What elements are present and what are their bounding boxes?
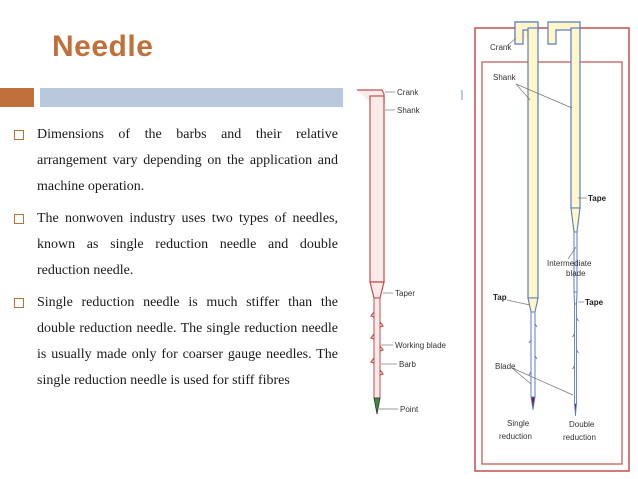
bullet-text: The nonwoven industry uses two types of … xyxy=(37,211,338,278)
felting-needle-diagram: Crank Shank Taper Working blade Barb Poi… xyxy=(357,88,447,415)
needle-point xyxy=(373,397,381,415)
label-barb: Barb xyxy=(399,360,416,369)
label-intermediate: Intermediate xyxy=(547,259,592,268)
bullet-text: Single reduction needle is much stiffer … xyxy=(37,295,338,388)
label-single: Single xyxy=(507,419,530,428)
double-shank xyxy=(570,27,581,209)
single-blade xyxy=(530,311,536,398)
title-underline-bar xyxy=(40,88,343,107)
bullet-item: Single reduction needle is much stiffer … xyxy=(14,290,338,394)
label-tap: Tap xyxy=(493,293,507,302)
label-blade: Blade xyxy=(495,362,516,371)
bullet-item: Dimensions of the barbs and their relati… xyxy=(14,122,338,200)
label-double: Double xyxy=(569,420,595,429)
label-tape-lower: Tape xyxy=(585,298,604,307)
needle-shank xyxy=(369,95,385,283)
bullet-list: Dimensions of the barbs and their relati… xyxy=(14,122,338,400)
label-double-reduction: reduction xyxy=(563,433,596,442)
needle-working-blade xyxy=(373,297,381,399)
needle-taper xyxy=(369,281,385,299)
outer-frame xyxy=(474,27,630,472)
slide-title: Needle xyxy=(52,30,154,63)
label-point: Point xyxy=(400,405,419,414)
single-reduction-needle xyxy=(514,21,539,411)
square-bullet-icon xyxy=(14,130,24,140)
label-intermediate-blade: blade xyxy=(566,269,586,278)
double-blade xyxy=(574,303,577,405)
square-bullet-icon xyxy=(14,214,24,224)
single-shank xyxy=(527,27,539,299)
inner-frame xyxy=(481,61,623,465)
label-working-blade: Working blade xyxy=(395,341,447,350)
square-bullet-icon xyxy=(14,298,24,308)
label-crank-right: Crank xyxy=(490,43,512,52)
label-shank: Shank xyxy=(397,106,421,115)
bullet-text: Dimensions of the barbs and their relati… xyxy=(37,127,338,194)
label-taper: Taper xyxy=(395,289,415,298)
needle-barbs xyxy=(370,311,384,376)
bullet-item: The nonwoven industry uses two types of … xyxy=(14,206,338,284)
label-crank: Crank xyxy=(397,88,419,97)
label-single-reduction: reduction xyxy=(499,432,532,441)
title-accent-bar xyxy=(0,88,34,107)
double-reduction-needle xyxy=(547,21,581,417)
label-tape-top: Tape xyxy=(588,194,607,203)
label-shank-right: Shank xyxy=(493,73,517,82)
